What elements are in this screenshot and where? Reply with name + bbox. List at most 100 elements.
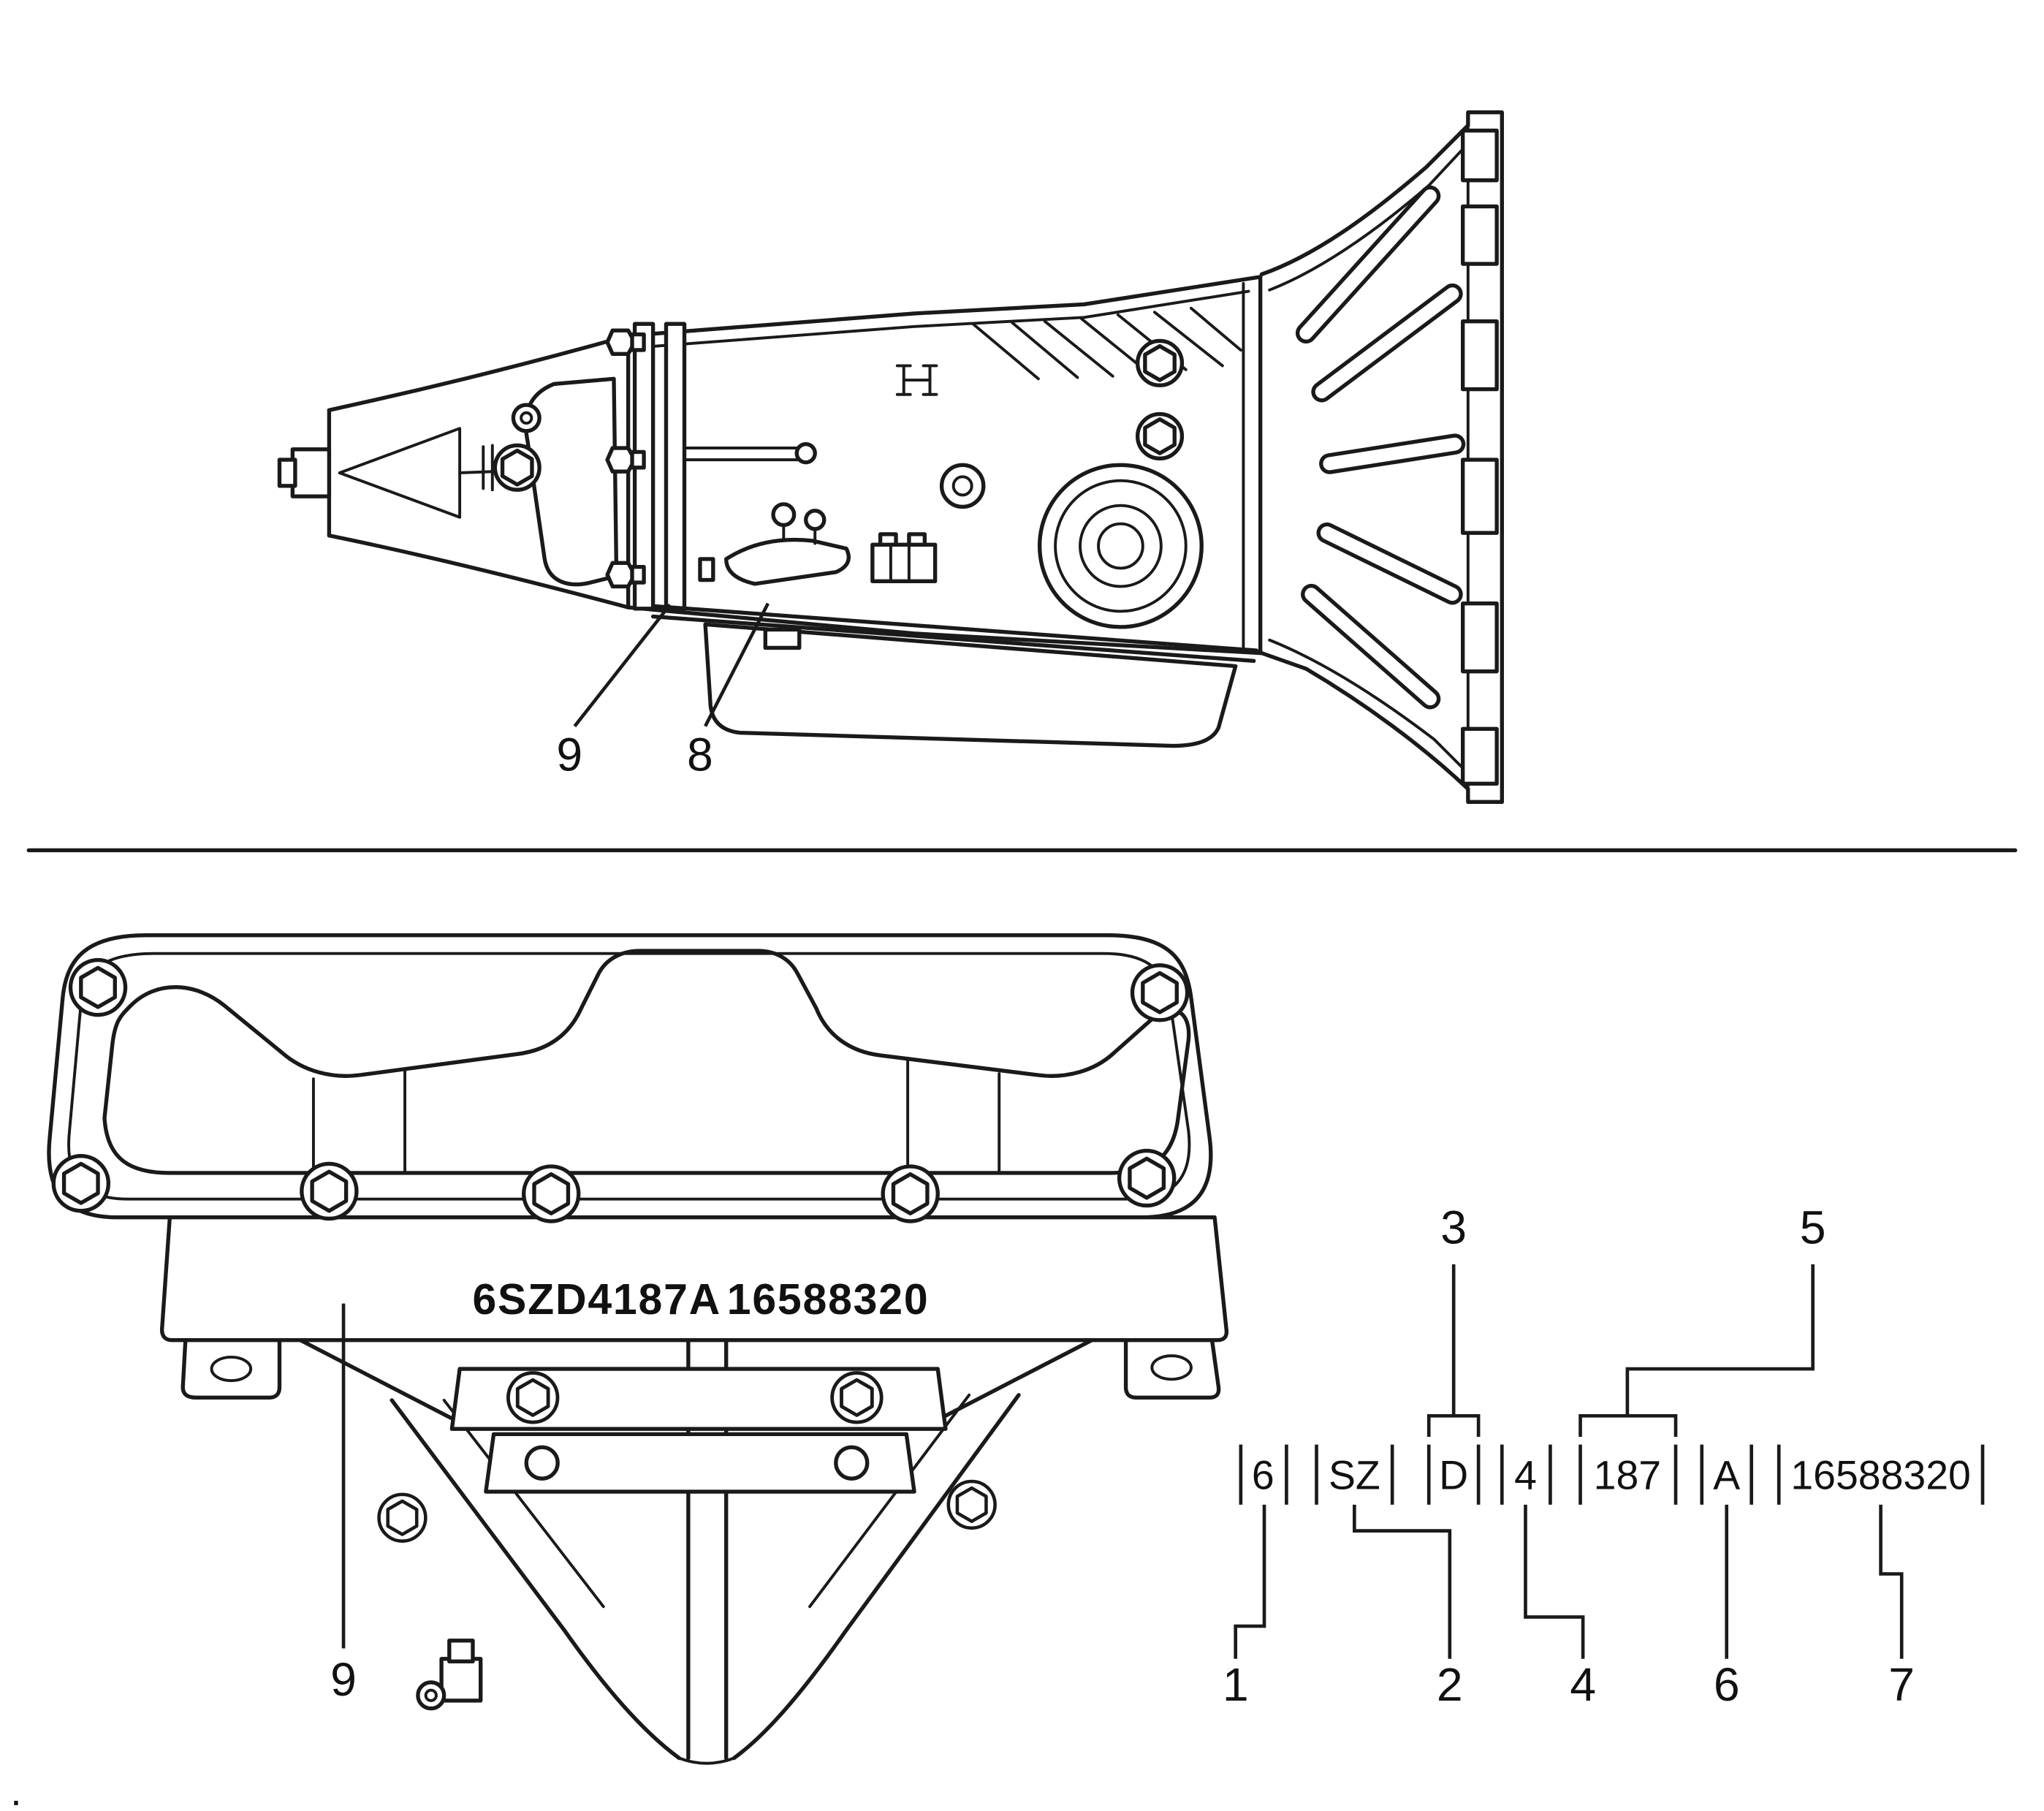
shaft-end (677, 1756, 736, 1765)
case-nut (1138, 414, 1182, 459)
bellhousing-lug (1461, 319, 1499, 392)
governor-cover-hub (1097, 522, 1144, 570)
stud-bolt (607, 330, 644, 354)
callout-6: 6 (1714, 1504, 1740, 1711)
case-rib (1189, 306, 1242, 352)
bleeder-fitting (416, 1639, 483, 1711)
callout-3-label: 3 (1440, 1201, 1467, 1253)
mount-upper-plate (449, 1367, 948, 1431)
bellhousing-rib-core (1299, 189, 1437, 340)
mount-arm (938, 1338, 1094, 1421)
callout-3-bracket (1426, 1414, 1481, 1437)
bellhousing-inner-flare-bottom (1268, 638, 1467, 772)
oil-pan-side (650, 604, 1258, 748)
callout-1: 1 (1223, 1504, 1266, 1711)
mount-brace (844, 1393, 1021, 1633)
mount-lower-bracket (484, 1432, 916, 1494)
case-nut (1138, 341, 1182, 385)
callout-8-top: 8 (687, 602, 770, 781)
tailhousing-nut (495, 445, 539, 490)
stamp-code-text: 6SZD4187A (472, 1276, 721, 1324)
bellhousing-rib-core (1323, 437, 1462, 471)
code-segment-4-text: 4 (1514, 1452, 1537, 1497)
connector-tab (907, 532, 927, 547)
pan-inner-contour (102, 949, 1191, 1175)
case-bottom-edge (626, 605, 1263, 656)
pan-rail-band (159, 1215, 1229, 1343)
connector-tab (878, 532, 898, 547)
callout-7-leader (1879, 1504, 1904, 1659)
code-segment-6-text: 6 (1252, 1452, 1274, 1497)
callout-1-leader (1234, 1504, 1266, 1659)
mount-bolt (832, 1373, 882, 1423)
pan-bolt (71, 960, 126, 1015)
governor-cover-ring (1079, 504, 1163, 588)
bellhousing-outline (1259, 110, 1504, 805)
stud-plate (664, 322, 687, 611)
shaft-flare (732, 1628, 848, 1761)
code-segment-sz: SZ (1315, 1444, 1394, 1505)
mount-arm (298, 1338, 455, 1421)
case-port (939, 463, 986, 509)
bellhousing-lug (1461, 458, 1499, 535)
bellhousing-rib-core (1315, 287, 1459, 399)
bellhousing-lug (1461, 601, 1499, 674)
pan-clip (763, 627, 802, 650)
callout-9-top: 9 (556, 604, 672, 781)
oil-pan-body (703, 622, 1238, 748)
callout-2: 2 (1353, 1504, 1463, 1711)
code-segment-16588320: 16588320 (1777, 1444, 1985, 1505)
bellhousing-lug (1461, 726, 1499, 786)
code-segment-6: 6 (1239, 1444, 1288, 1505)
tailhousing-top-line (327, 333, 631, 412)
callout-7-label: 7 (1888, 1658, 1915, 1711)
bellhousing-lug (1461, 204, 1499, 266)
case-top-inner-edge (637, 289, 1250, 349)
bracket-bolt-center (520, 411, 533, 425)
mount-bracket-plate (523, 376, 619, 587)
shift-linkage (683, 441, 938, 586)
shift-lever (724, 537, 851, 586)
mount-brace (390, 1398, 566, 1633)
callout-2-leader (1353, 1504, 1452, 1659)
ball-stud (771, 502, 797, 528)
bellhousing-rib-core (1304, 588, 1437, 706)
case-rib (1152, 311, 1224, 368)
rail-tab-left (181, 1338, 282, 1400)
code-segment-16588320-text: 16588320 (1790, 1452, 1970, 1497)
bellhousing-rib-core (1320, 526, 1459, 601)
adapter-stud-plate (607, 322, 687, 611)
brace-nut (949, 1481, 995, 1528)
callout-8-label: 8 (687, 728, 713, 781)
code-segment-187-text: 187 (1594, 1452, 1661, 1497)
pan-bolt (524, 1166, 579, 1221)
case-rib (971, 322, 1040, 381)
case-top-edge (626, 275, 1263, 338)
pan-bolt (53, 1156, 108, 1211)
rail-tab-hole (1150, 1354, 1193, 1381)
code-segment-sz-text: SZ (1329, 1452, 1380, 1497)
code-segment-d: D (1426, 1444, 1481, 1505)
mount-structure (298, 1338, 1094, 1765)
mount-brace-inner (442, 1398, 605, 1609)
case-port-center (951, 475, 973, 497)
footer-stray-mark: . (10, 1769, 21, 1811)
callout-9-leader (573, 604, 672, 728)
code-segment-a-text: A (1713, 1452, 1740, 1497)
callout-5-label: 5 (1800, 1201, 1826, 1253)
callout-6-label: 6 (1714, 1658, 1740, 1711)
transmission-side-view-figure: 9 8 (277, 110, 1504, 805)
pan-bolt (1133, 965, 1188, 1020)
callout-2-label: 2 (1437, 1658, 1463, 1711)
code-segment-d-text: D (1439, 1452, 1468, 1497)
bellhousing-lug (1461, 129, 1499, 183)
callout-4-label: 4 (1570, 1658, 1596, 1711)
code-segment-4: 4 (1500, 1444, 1552, 1505)
tailhousing (277, 333, 631, 610)
fitting-port-center (424, 1688, 438, 1702)
oil-pan-figure: 6SZD4187A 16588320 (47, 933, 1229, 1765)
bellhousing (1259, 110, 1504, 805)
callout-5: 5 (1578, 1201, 1826, 1437)
